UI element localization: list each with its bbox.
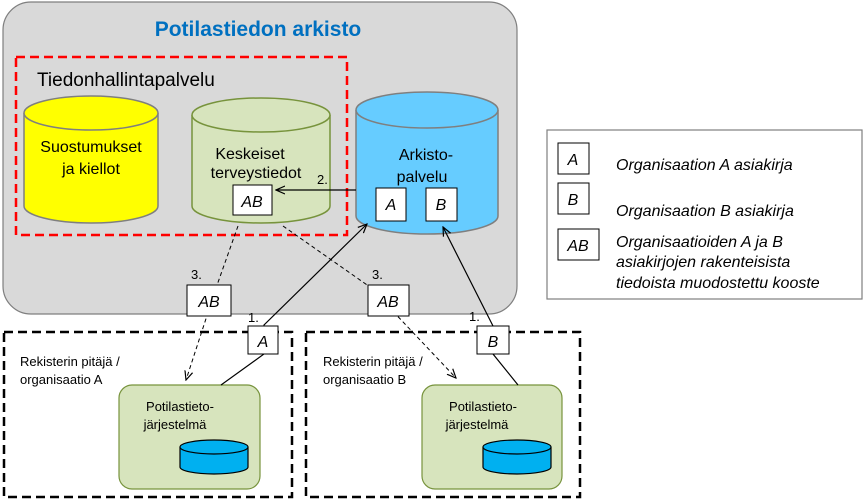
org-b-db-icon xyxy=(482,439,552,475)
health-doc-label: AB xyxy=(240,194,263,211)
health-doc-box xyxy=(232,184,273,216)
consents-label-1: Suostumukset xyxy=(40,139,142,156)
archive-doc-b-label: B xyxy=(436,197,447,214)
legend-desc-ab-2: asiakirjojen rakenteisista xyxy=(616,254,790,271)
legend-desc-ab-1: Organisaatioiden A ja B xyxy=(616,234,783,251)
legend-key-a: A xyxy=(567,152,579,169)
legend-item-b: B Organisaation B asiakirja xyxy=(557,182,794,220)
legend-item-ab: AB Organisaatioiden A ja B asiakirjojen … xyxy=(557,228,820,292)
archive-doc-a-label: A xyxy=(385,197,397,214)
org-b-system-label-1: Potilastieto- xyxy=(449,399,517,414)
consents-label-2: ja kiellot xyxy=(61,161,120,178)
health-data-cylinder: Keskeiset terveystiedot AB xyxy=(191,97,331,224)
step1-label-left: 1. xyxy=(248,310,259,325)
arrow-doc-a-label: A xyxy=(257,334,269,351)
legend-key-b-box xyxy=(557,182,590,215)
org-a-label-2: organisaatio A xyxy=(20,372,103,387)
org-a-box xyxy=(2,330,294,499)
legend-box xyxy=(546,129,863,300)
arrow-doc-ab-right-box xyxy=(367,284,410,317)
org-a-label-1: Rekisterin pitäjä / xyxy=(20,354,120,369)
arrow-doc-ab-left-label: AB xyxy=(197,294,220,311)
archive-doc-a-box xyxy=(375,187,407,222)
health-label-1: Keskeiset xyxy=(215,146,285,163)
archive-service-label-2: palvelu xyxy=(397,169,448,186)
arrow-doc-a-box xyxy=(247,325,279,355)
org-a-system-label-2: järjestelmä xyxy=(143,417,208,432)
arrow-doc-ab-left-box xyxy=(186,284,232,317)
info-service-box xyxy=(14,55,349,237)
step2-label: 2. xyxy=(317,172,328,187)
arrow-doc-b-box xyxy=(476,325,510,355)
legend-desc-b: Organisaation B asiakirja xyxy=(616,203,794,220)
org-b-label-2: organisaatio B xyxy=(323,372,406,387)
org-b-box xyxy=(304,330,582,499)
info-service-title: Tiedonhallintapalvelu xyxy=(37,70,215,91)
legend-key-b: B xyxy=(568,192,579,209)
archive-service-label-1: Arkisto- xyxy=(399,147,453,164)
archive-doc-b-box xyxy=(425,187,458,222)
step1-label-right: 1. xyxy=(469,309,480,324)
legend-item-a: A Organisaation A asiakirja xyxy=(557,142,793,175)
archive-service-cylinder: Arkisto- palvelu A B xyxy=(355,91,499,235)
archive-title: Potilastiedon arkisto xyxy=(155,18,362,41)
legend-key-a-box xyxy=(557,142,590,175)
org-a-system-label-1: Potilastieto- xyxy=(146,399,214,414)
step3-label-left: 3. xyxy=(191,267,202,282)
org-b-label-1: Rekisterin pitäjä / xyxy=(323,354,423,369)
legend-desc-ab-3: tiedoista muodostettu kooste xyxy=(616,275,820,292)
legend-key-ab: AB xyxy=(566,238,589,255)
legend-desc-a: Organisaation A asiakirja xyxy=(616,157,793,174)
org-a-db-icon xyxy=(179,439,249,475)
arrow-doc-b-label: B xyxy=(488,334,499,351)
consents-cylinder: Suostumukset ja kiellot xyxy=(23,95,159,224)
legend-key-ab-box xyxy=(557,228,600,261)
health-label-2: terveystiedot xyxy=(211,165,302,182)
arrow-doc-ab-right-label: AB xyxy=(376,294,399,311)
step3-label-right: 3. xyxy=(372,267,383,282)
org-b-system-label-2: järjestelmä xyxy=(445,417,510,432)
